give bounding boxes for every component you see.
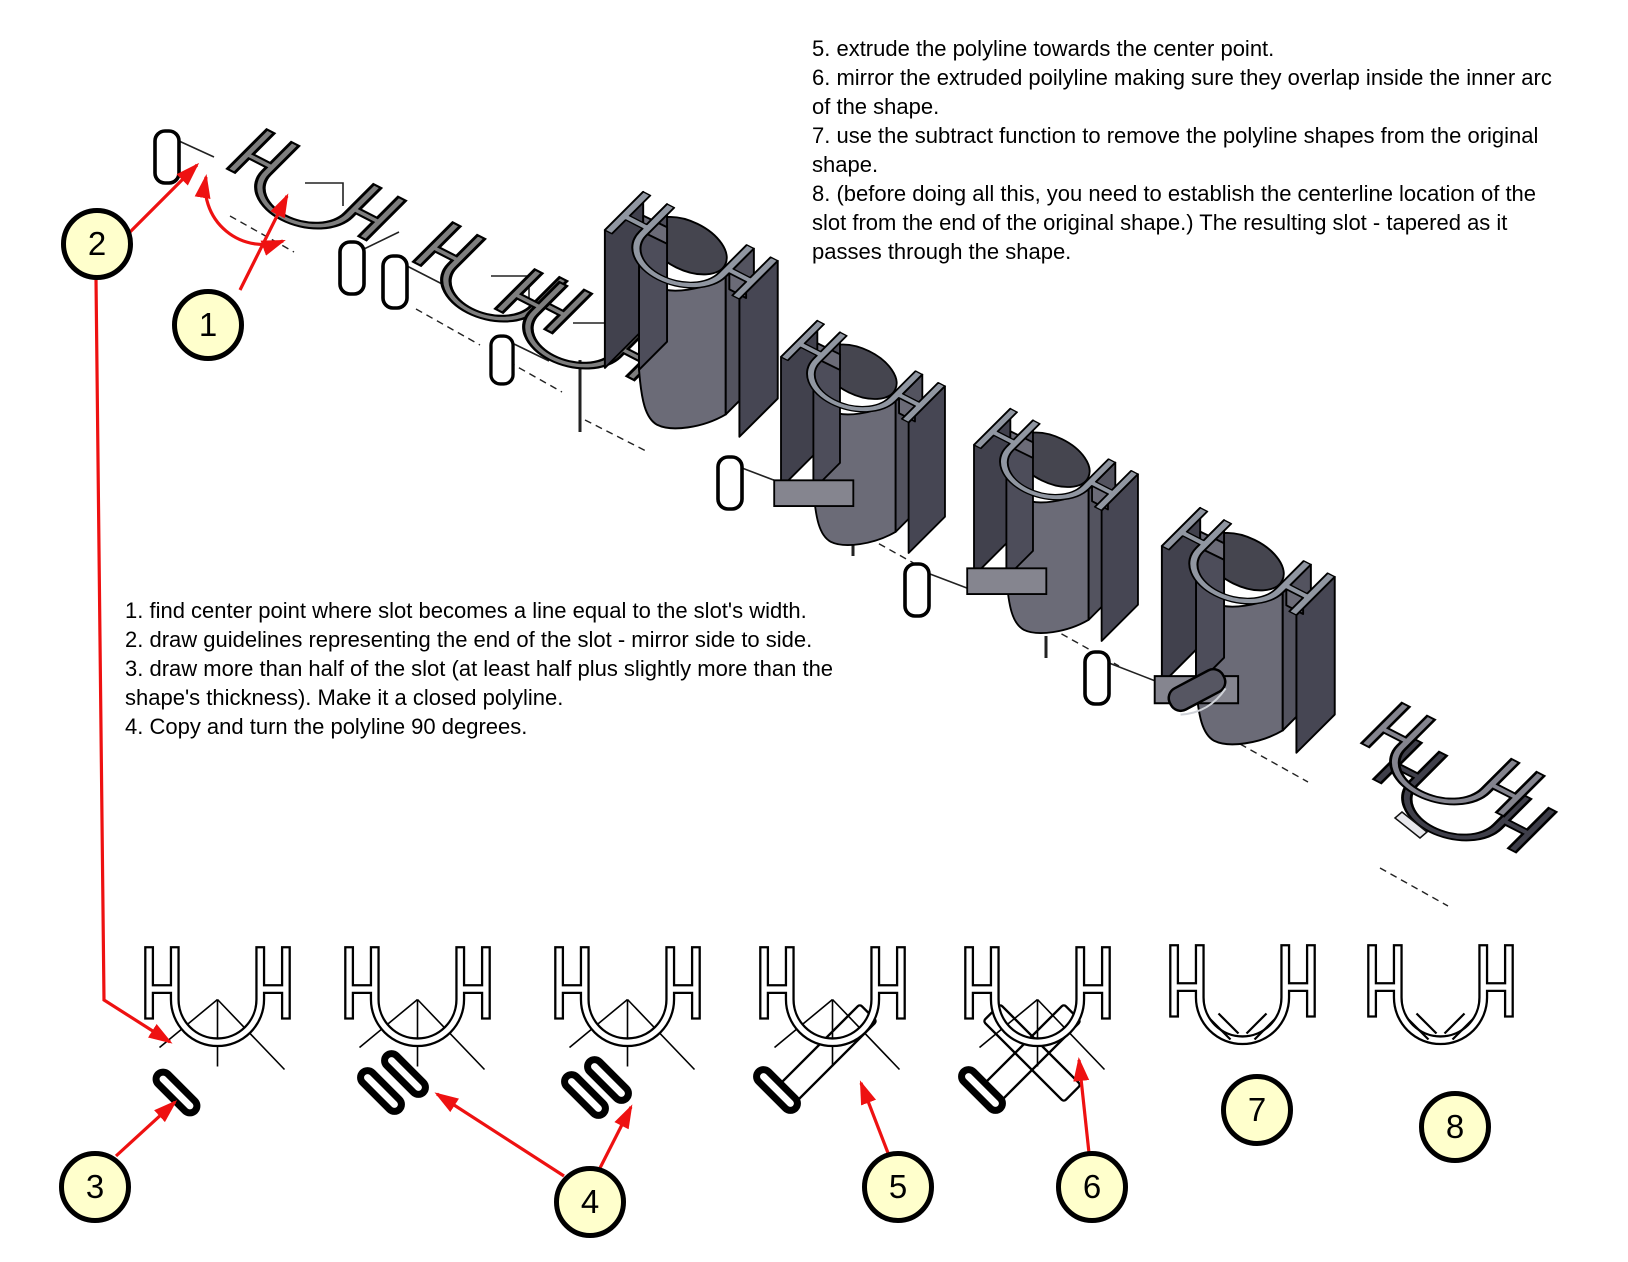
step-text: 2. draw guidelines representing the end … [125, 627, 813, 652]
rotate-double-arrow [194, 174, 286, 256]
callout-6: 6 [1056, 1151, 1128, 1223]
solid-shape-1 [590, 192, 778, 437]
callout-3: 3 [59, 1151, 131, 1223]
instructions-steps-1-4: 1. find center point where slot becomes … [125, 596, 873, 741]
step-diagram-6 [1170, 945, 1314, 1044]
step-text: 7. use the subtract function to remove t… [812, 123, 1539, 177]
solid-shape-3 [960, 409, 1138, 641]
result-shape [1346, 703, 1556, 868]
step-text: 8. (before doing all this, you need to e… [812, 181, 1537, 264]
callout-2: 2 [61, 208, 133, 280]
arrow-from-callout-4b [598, 1104, 633, 1169]
solid-shape-2 [767, 321, 945, 553]
arrow-from-callout-4a [434, 1092, 565, 1178]
callout-number: 7 [1247, 1091, 1267, 1128]
callout-number: 3 [85, 1168, 105, 1205]
step-text: 4. Copy and turn the polyline 90 degrees… [125, 714, 528, 739]
flat-shape-1 [212, 129, 405, 255]
step-diagram-7 [1368, 945, 1512, 1044]
step-diagram-5 [959, 947, 1110, 1113]
step-diagram-1 [145, 947, 289, 1116]
callout-number: 5 [888, 1168, 908, 1205]
callout-number: 4 [580, 1183, 600, 1220]
callout-number: 6 [1082, 1168, 1102, 1205]
solid-shape-4 [1147, 508, 1335, 753]
arrow-from-callout-1 [238, 193, 289, 291]
red-annotations [94, 162, 1091, 1178]
callout-4: 4 [554, 1166, 626, 1238]
result-slot-cut [1393, 811, 1429, 839]
callout-8: 8 [1419, 1091, 1491, 1163]
callout-number: 2 [87, 225, 107, 262]
step-diagram-3 [555, 947, 699, 1118]
isometric-sequence [153, 129, 1556, 907]
step-diagram-2 [345, 947, 489, 1114]
step-text: 6. mirror the extruded poilyline making … [812, 65, 1552, 119]
slot-hole [1167, 667, 1227, 716]
step-text: 3. draw more than half of the slot (at l… [125, 656, 834, 710]
arrow-from-callout-2 [122, 162, 200, 240]
long-line-from-callout-2 [94, 278, 173, 1044]
step-diagram-4 [754, 947, 905, 1113]
callout-5: 5 [862, 1151, 934, 1223]
callout-number: 8 [1445, 1108, 1465, 1145]
step-text: 1. find center point where slot becomes … [125, 598, 807, 623]
callout-7: 7 [1221, 1074, 1293, 1146]
instructions-steps-5-8: 5. extrude the polyline towards the cent… [812, 34, 1564, 266]
callout-1: 1 [172, 289, 244, 361]
arrow-from-callout-5 [859, 1080, 890, 1154]
step-text: 5. extrude the polyline towards the cent… [812, 36, 1275, 61]
arrow-from-callout-6 [1073, 1057, 1091, 1154]
callout-number: 1 [198, 306, 218, 343]
step-diagrams-row [145, 945, 1512, 1118]
arrow-from-callout-3 [114, 1099, 178, 1158]
